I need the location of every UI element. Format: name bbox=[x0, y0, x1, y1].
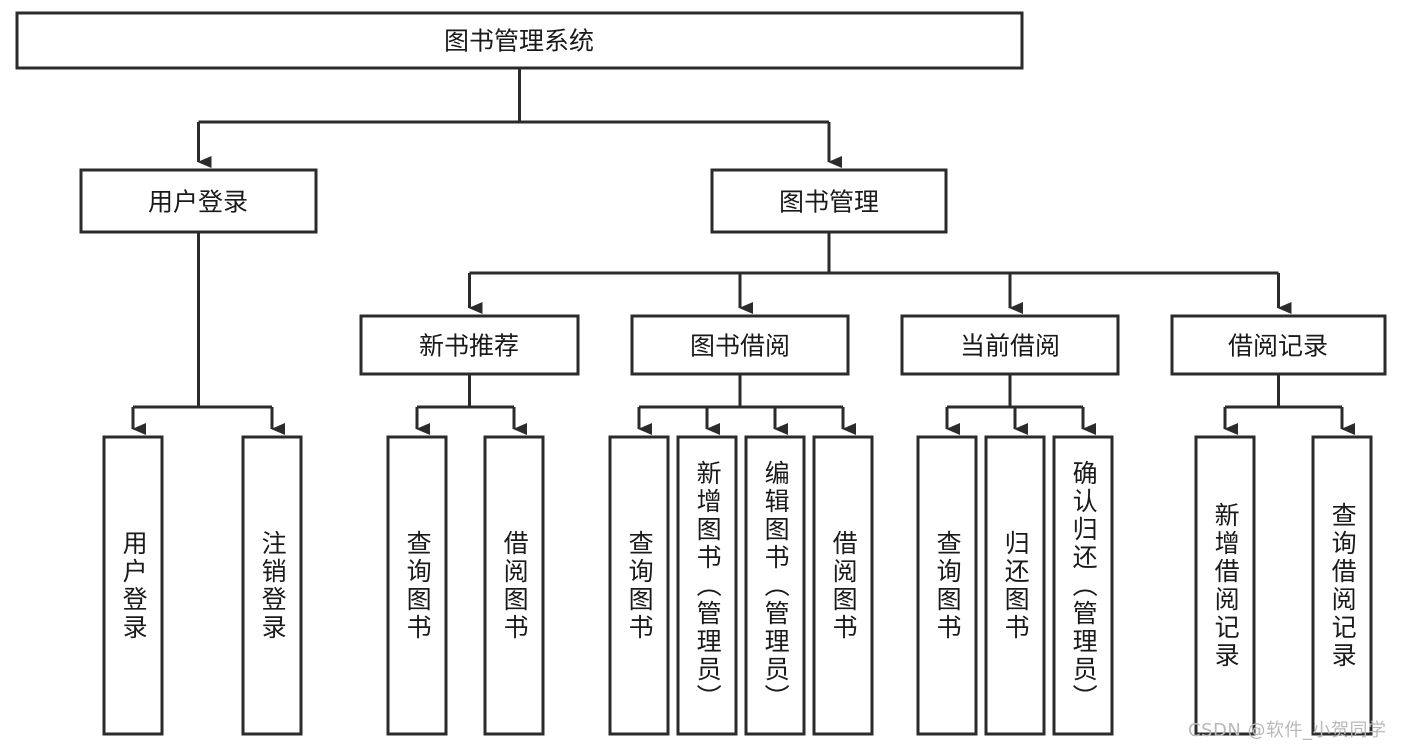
node-root-box[interactable] bbox=[15, 11, 1024, 70]
node-leaf-query-book-2-box[interactable] bbox=[608, 435, 670, 736]
node-borrow-records-box[interactable] bbox=[1170, 314, 1387, 376]
node-leaf-return-book-box[interactable] bbox=[984, 435, 1046, 736]
node-book-borrow-label: 图书借阅 bbox=[690, 332, 790, 361]
node-leaf-add-record-box[interactable] bbox=[1194, 435, 1256, 736]
node-root-label: 图书管理系统 bbox=[444, 27, 594, 56]
node-leaf-confirm-return-box[interactable] bbox=[1052, 435, 1114, 736]
node-leaf-edit-book-box[interactable] bbox=[744, 435, 806, 736]
node-new-book-recommend[interactable]: 新书推荐 bbox=[359, 314, 580, 376]
node-leaf-add-book-box[interactable] bbox=[676, 435, 738, 736]
node-current-borrow-box[interactable] bbox=[900, 314, 1120, 376]
node-leaf-query-book-1-box[interactable] bbox=[386, 435, 448, 736]
node-leaf-user-login-box[interactable] bbox=[102, 435, 164, 736]
node-root[interactable]: 图书管理系统 bbox=[15, 11, 1024, 70]
node-user-login-box[interactable] bbox=[79, 168, 318, 234]
node-book-manage-box[interactable] bbox=[710, 168, 948, 234]
node-book-manage-label: 图书管理 bbox=[779, 188, 879, 217]
node-current-borrow-label: 当前借阅 bbox=[960, 332, 1060, 361]
node-layer: 图书管理系统 用户登录 图书管理 新书推荐 图书借阅 bbox=[15, 11, 1387, 736]
node-current-borrow[interactable]: 当前借阅 bbox=[900, 314, 1120, 376]
node-borrow-records-label: 借阅记录 bbox=[1228, 332, 1328, 361]
node-borrow-records[interactable]: 借阅记录 bbox=[1170, 314, 1387, 376]
node-leaf-borrow-book-2-box[interactable] bbox=[812, 435, 874, 736]
node-user-login-label: 用户登录 bbox=[148, 188, 248, 217]
node-book-borrow[interactable]: 图书借阅 bbox=[630, 314, 850, 376]
node-leaf-query-book-3-box[interactable] bbox=[916, 435, 978, 736]
node-book-borrow-box[interactable] bbox=[630, 314, 850, 376]
node-leaf-query-record-box[interactable] bbox=[1311, 435, 1373, 736]
watermark-label: CSDN @软件_小贺同学 bbox=[1188, 720, 1387, 741]
node-new-book-recommend-box[interactable] bbox=[359, 314, 580, 376]
node-leaf-borrow-book-1-box[interactable] bbox=[483, 435, 545, 736]
connector-layer bbox=[131, 68, 1355, 435]
node-new-book-recommend-label: 新书推荐 bbox=[419, 332, 519, 361]
node-book-manage[interactable]: 图书管理 bbox=[710, 168, 948, 234]
node-user-login[interactable]: 用户登录 bbox=[79, 168, 318, 234]
node-leaf-logout-box[interactable] bbox=[241, 435, 303, 736]
